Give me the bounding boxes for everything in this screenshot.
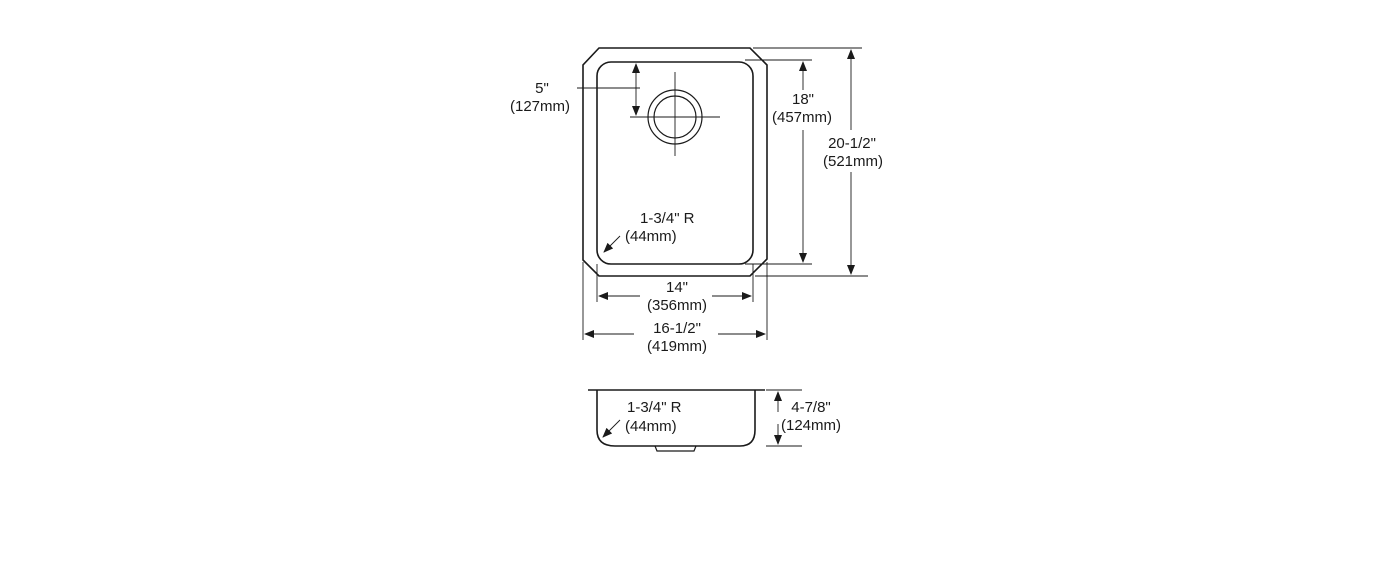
corner-radius-top-callout: 1-3/4" R (44mm) [603,210,695,253]
overall-length-metric: (521mm) [823,153,883,170]
bowl-width-imperial: 14" [666,279,688,296]
corner-radius-top-metric: (44mm) [625,228,677,245]
bowl-width-metric: (356mm) [647,297,707,314]
drain-outlet-profile [654,445,697,452]
corner-radius-side-callout: 1-3/4" R (44mm) [602,399,682,438]
bowl-depth-dimension: 4-7/8" (124mm) [766,389,841,447]
drain-offset-metric: (127mm) [510,98,570,115]
corner-radius-top-imperial: 1-3/4" R [640,210,695,227]
overall-length-dimension: 20-1/2" (521mm) [753,47,883,277]
sink-outer-rim [582,47,768,277]
bowl-width-dimension: 14" (356mm) [596,264,754,314]
corner-radius-side-metric: (44mm) [625,418,677,435]
sink-side-profile [596,390,756,447]
sink-inner-bowl [596,61,754,265]
bowl-depth-metric: (124mm) [781,417,841,434]
top-view: 5" (127mm) 18" (457mm) 20-1/2" (521mm) 1… [510,47,883,355]
bowl-depth-imperial: 4-7/8" [791,399,831,416]
bowl-length-metric: (457mm) [772,109,832,126]
overall-length-imperial: 20-1/2" [828,135,876,152]
drain-offset-imperial: 5" [535,80,549,97]
overall-width-metric: (419mm) [647,338,707,355]
bowl-length-dimension: 18" (457mm) [745,59,832,265]
bowl-length-imperial: 18" [792,91,814,108]
drain-offset-dimension: 5" (127mm) [510,63,640,116]
drain-icon [630,72,720,156]
overall-width-imperial: 16-1/2" [653,320,701,337]
overall-width-dimension: 16-1/2" (419mm) [582,262,768,355]
side-view: 1-3/4" R (44mm) 4-7/8" (124mm) [588,389,841,452]
corner-radius-side-imperial: 1-3/4" R [627,399,682,416]
